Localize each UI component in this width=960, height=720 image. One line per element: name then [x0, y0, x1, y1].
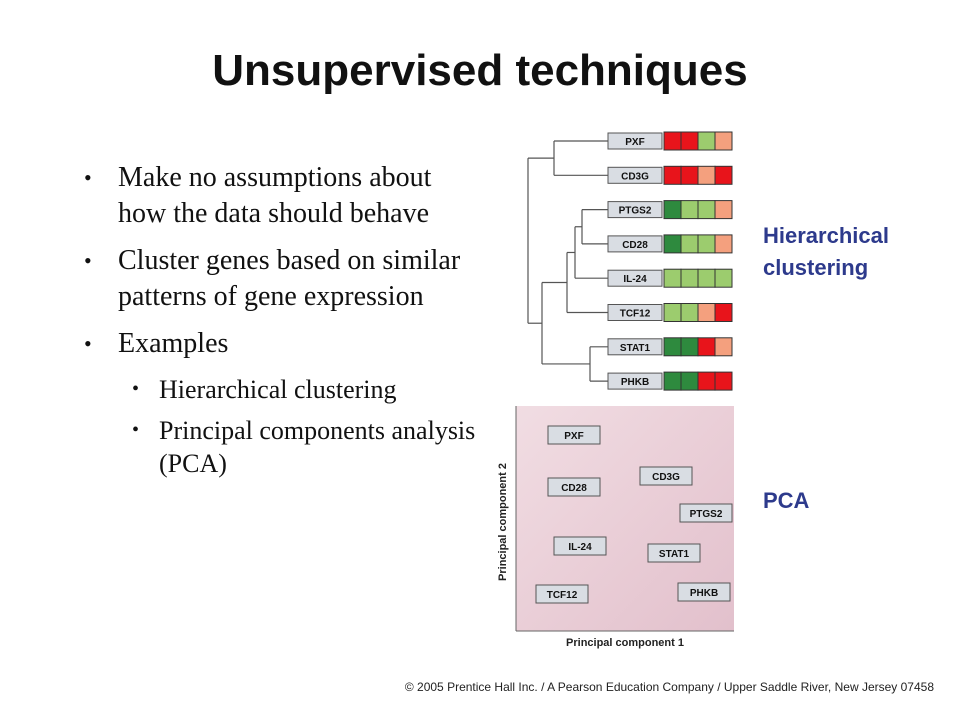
heatmap-cell	[697, 234, 716, 254]
heatmap-cell	[663, 303, 682, 322]
bullet-dot-icon: •	[132, 419, 140, 441]
pca-gene-box: TCF12	[535, 584, 589, 604]
pca-gene-box-frame	[677, 582, 731, 602]
hierarchical-clustering-label: Hierarchical clustering	[763, 223, 889, 280]
sub-bullet-text: Principal components analysis (PCA)	[159, 416, 476, 478]
heatmap-row: CD28	[607, 234, 733, 254]
heatmap-row: PTGS2	[607, 200, 733, 220]
slide-title: Unsupervised techniques	[212, 46, 748, 95]
bullet-item: • Make no assumptions about how the data…	[80, 160, 480, 232]
pca-gene-box: PTGS2	[679, 503, 733, 523]
pca-gene-label: PHKB	[690, 588, 718, 599]
pca-gene-label: CD28	[561, 483, 587, 494]
pca-gene-box: STAT1	[647, 543, 701, 563]
bullet-dot-icon: •	[84, 331, 92, 356]
bullet-dot-icon: •	[84, 165, 92, 190]
heatmap-cell	[714, 337, 733, 357]
heatmap-cell	[697, 303, 716, 322]
gene-label: CD3G	[621, 171, 649, 182]
pca-gene-label: STAT1	[659, 549, 690, 560]
pca-gene-box-frame	[535, 584, 589, 604]
pca-gene-label: IL-24	[568, 542, 592, 553]
pca-gene-box-frame	[639, 466, 693, 486]
pca-gene-box-frame	[547, 425, 601, 445]
heatmap-cell	[663, 268, 682, 288]
heatmap-cell	[663, 131, 682, 151]
gene-label: PHKB	[621, 377, 649, 388]
gene-label: PTGS2	[619, 206, 652, 217]
pca-x-axis-label: Principal component 1	[566, 637, 684, 649]
heatmap-cell	[714, 268, 733, 288]
pca-gene-label: PTGS2	[690, 509, 723, 520]
pca-gene-box: CD28	[547, 477, 601, 497]
heatmap-cell	[697, 131, 716, 151]
heatmap-cell	[714, 234, 733, 254]
copyright-footer: © 2005 Prentice Hall Inc. / A Pearson Ed…	[404, 680, 934, 694]
pca-gene-box: CD3G	[639, 466, 693, 486]
bullet-list: • Make no assumptions about how the data…	[80, 160, 480, 488]
heatmap-row: STAT1	[607, 337, 733, 357]
heatmap-row: PHKB	[607, 371, 733, 391]
heatmap-cell	[697, 165, 716, 185]
pca-gene-box: PXF	[547, 425, 601, 445]
sub-bullet-item: • Hierarchical clustering	[80, 373, 480, 406]
heatmap-cell	[714, 303, 733, 322]
bullet-item: • Cluster genes based on similar pattern…	[80, 243, 480, 315]
gene-label: STAT1	[620, 343, 651, 354]
heatmap-cell	[680, 131, 699, 151]
heatmap-cell	[680, 371, 699, 391]
pca-gene-box-frame	[679, 503, 733, 523]
pca-gene-label: TCF12	[547, 590, 578, 601]
sub-bullet-item: • Principal components analysis (PCA)	[80, 414, 480, 480]
heatmap-cell	[680, 303, 699, 322]
heatmap-cell	[697, 337, 716, 357]
heatmap-cell	[663, 200, 682, 220]
heatmap-cell	[663, 337, 682, 357]
heatmap-cell	[680, 337, 699, 357]
heatmap-cell	[680, 234, 699, 254]
heatmap-row: CD3G	[607, 165, 733, 185]
heatmap-row: TCF12	[607, 303, 733, 322]
heatmap-cell	[680, 165, 699, 185]
pca-gene-label: CD3G	[652, 472, 680, 483]
heatmap-cell	[663, 165, 682, 185]
bullet-text: Examples	[118, 328, 229, 359]
heatmap-cell	[714, 371, 733, 391]
gene-label: PXF	[625, 137, 644, 148]
pca-gene-label: PXF	[564, 431, 583, 442]
heatmap-cell	[697, 268, 716, 288]
pca-gene-box-frame	[553, 536, 607, 556]
heatmap-cell	[714, 131, 733, 151]
bullet-dot-icon: •	[84, 248, 92, 273]
pca-gene-box: IL-24	[553, 536, 607, 556]
gene-label: TCF12	[620, 309, 651, 320]
heatmap-row: IL-24	[607, 268, 733, 288]
bullet-text: Cluster genes based on similar patterns …	[118, 245, 461, 312]
gene-label: IL-24	[623, 274, 647, 285]
heatmap-cell	[663, 234, 682, 254]
pca-label: PCA	[763, 488, 810, 513]
heatmap-cell	[714, 200, 733, 220]
pca-gene-box: PHKB	[677, 582, 731, 602]
heatmap-cell	[680, 268, 699, 288]
heatmap-cell	[680, 200, 699, 220]
pca-gene-box-frame	[647, 543, 701, 563]
heatmap-cell	[714, 165, 733, 185]
bullet-text: Make no assumptions about how the data s…	[118, 162, 432, 229]
gene-label: CD28	[622, 240, 648, 251]
pca-y-axis-label: Principal component 2	[497, 463, 509, 581]
pca-plot: Principal component 1 Principal componen…	[497, 406, 734, 649]
heatmap-cell	[697, 200, 716, 220]
heatmap-cell	[663, 371, 682, 391]
pca-gene-box-frame	[547, 477, 601, 497]
heatmap-cell	[697, 371, 716, 391]
bullet-dot-icon: •	[132, 378, 140, 400]
heatmap-row: PXF	[607, 131, 733, 151]
sub-bullet-text: Hierarchical clustering	[159, 375, 397, 404]
bullet-item: • Examples	[80, 326, 480, 362]
